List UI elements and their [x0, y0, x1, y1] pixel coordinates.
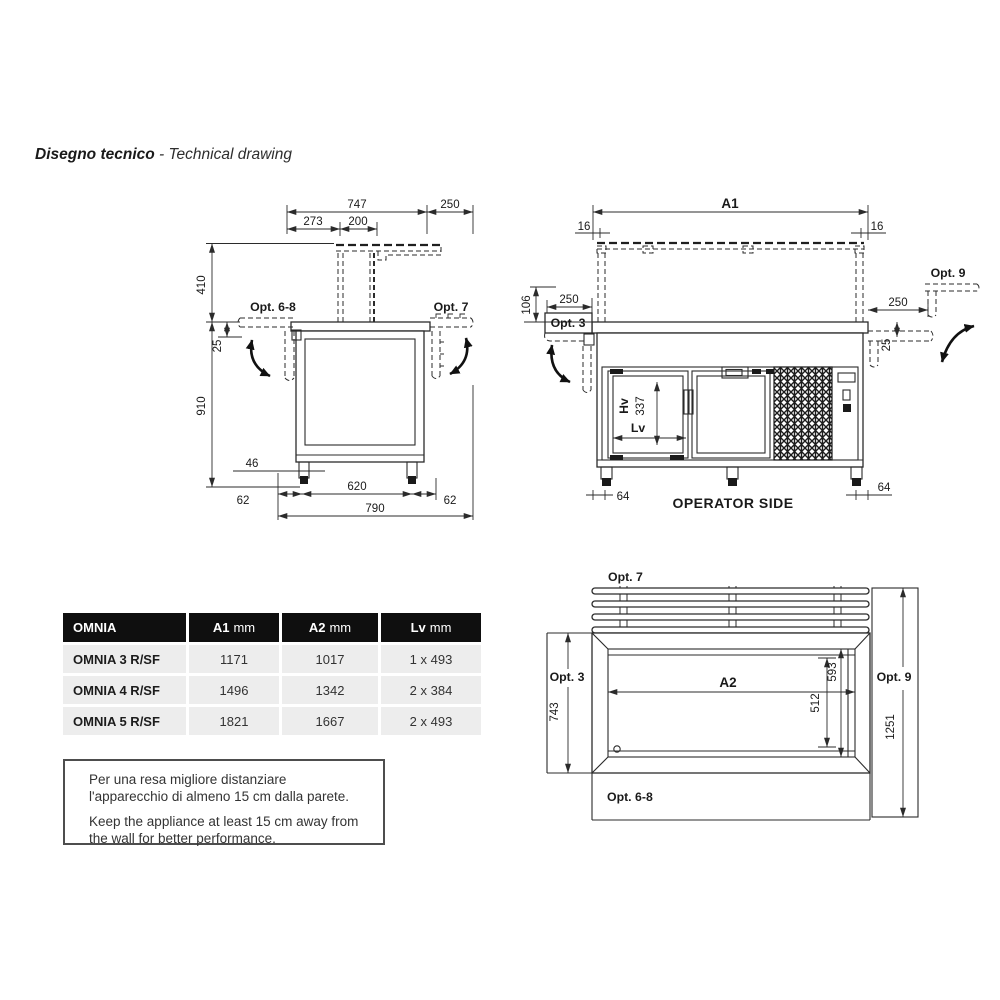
cell-a2: 1342 — [282, 676, 378, 704]
dim-106: 106 — [521, 295, 533, 314]
dim-337: 337 — [635, 396, 647, 415]
cell-a1: 1821 — [189, 707, 279, 735]
dim-512: 512 — [810, 693, 822, 712]
thermostat-display — [721, 366, 749, 379]
table-row: OMNIA 4 R/SF 1496 1342 2 x 384 — [63, 676, 481, 704]
table-row: OMNIA 5 R/SF 1821 1667 2 x 493 — [63, 707, 481, 735]
top-view-bottom-shelf-zone — [591, 773, 871, 821]
front-view-right-shelf-opt9 — [868, 283, 980, 368]
option-label-3: Opt. 3 — [550, 670, 585, 684]
fold-arrow-icon — [940, 323, 975, 363]
dim-620: 620 — [347, 481, 366, 493]
dim-62-right: 62 — [444, 495, 457, 507]
front-view-ventilation-grille — [773, 366, 833, 461]
note-english: Keep the appliance at least 15 cm away f… — [89, 813, 359, 846]
option-label-3: Opt. 3 — [551, 316, 586, 330]
dim-46: 46 — [246, 458, 259, 470]
cell-model: OMNIA 3 R/SF — [63, 645, 186, 673]
cell-a2: 1667 — [282, 707, 378, 735]
front-view-left-shelf-opt3 — [544, 312, 595, 393]
front-view-drawing: A1 16 16 250 106 250 25 Hv 337 Lv 64 64 — [521, 196, 980, 511]
page-title-english: - Technical drawing — [154, 146, 292, 163]
side-view-dimensions: 747 250 273 200 410 910 25 46 62 620 62 … — [196, 199, 474, 520]
dim-410: 410 — [196, 275, 208, 294]
option-label-9: Opt. 9 — [931, 266, 966, 280]
dim-743: 743 — [549, 702, 561, 721]
dim-62-left: 62 — [237, 495, 250, 507]
wall-distance-note: Per una resa migliore distanziare l'appa… — [63, 759, 385, 846]
front-view-dimensions: A1 16 16 250 106 250 25 Hv 337 Lv 64 64 — [521, 196, 929, 503]
cell-lv: 2 x 384 — [381, 676, 481, 704]
option-label-6-8: Opt. 6-8 — [607, 790, 653, 804]
dim-250: 250 — [440, 199, 459, 211]
dim-25: 25 — [212, 340, 224, 353]
cell-model: OMNIA 5 R/SF — [63, 707, 186, 735]
front-view-refrigerated-doors — [607, 366, 774, 460]
dim-64-left: 64 — [617, 491, 630, 503]
dim-910: 910 — [196, 396, 208, 415]
top-view-drawing: A2 512 593 743 1251 Opt. 7 Opt. 3 Opt. 9… — [546, 570, 919, 821]
cell-a1: 1496 — [189, 676, 279, 704]
top-view-countertop — [591, 632, 871, 774]
option-label-7: Opt. 7 — [434, 300, 469, 314]
drain-dot — [613, 745, 621, 753]
side-view-superstructure — [336, 243, 442, 322]
dim-16-right: 16 — [871, 221, 884, 233]
top-view-left-shelf-zone — [546, 632, 592, 774]
option-label-9: Opt. 9 — [877, 670, 912, 684]
operator-side-caption: OPERATOR SIDE — [672, 495, 793, 511]
dim-593: 593 — [827, 662, 839, 681]
front-view-control-panel — [837, 372, 856, 412]
option-label-7: Opt. 7 — [608, 570, 643, 584]
top-view-dimensions: A2 512 593 743 1251 — [549, 588, 906, 817]
side-view-left-folding-shelf — [237, 317, 302, 381]
side-view-right-folding-shelf — [430, 313, 474, 379]
dim-Hv-label: Hv — [617, 398, 631, 414]
header-model: OMNIA — [63, 613, 186, 642]
dim-250-left: 250 — [559, 294, 578, 306]
fold-arrow-icon — [546, 344, 571, 384]
page-title-italian: Disegno tecnico — [35, 146, 155, 163]
top-view-tray-slide — [591, 586, 870, 638]
cell-a1: 1171 — [189, 645, 279, 673]
side-view-cabinet-outline — [290, 321, 431, 484]
dim-25: 25 — [881, 339, 893, 352]
cell-lv: 2 x 493 — [381, 707, 481, 735]
dim-790: 790 — [365, 503, 384, 515]
dim-273: 273 — [303, 216, 322, 228]
dim-A1: A1 — [721, 196, 739, 211]
cell-model: OMNIA 4 R/SF — [63, 676, 186, 704]
fold-arrow-icon — [449, 337, 473, 376]
front-view-superstructure — [596, 241, 865, 322]
note-italian: Per una resa migliore distanziare l'appa… — [89, 772, 349, 805]
dim-250-right: 250 — [888, 297, 907, 309]
side-view-drawing: 747 250 273 200 410 910 25 46 62 620 62 … — [196, 199, 474, 520]
dim-200: 200 — [348, 216, 367, 228]
fold-arrow-icon — [245, 339, 271, 378]
dim-1251: 1251 — [885, 714, 897, 740]
switch-icon — [843, 404, 851, 412]
dim-Lv-label: Lv — [631, 421, 646, 435]
dim-64-right: 64 — [878, 482, 891, 494]
dim-16-left: 16 — [578, 221, 591, 233]
table-row: OMNIA 3 R/SF 1171 1017 1 x 493 — [63, 645, 481, 673]
cell-a2: 1017 — [282, 645, 378, 673]
option-label-6-8: Opt. 6-8 — [250, 300, 296, 314]
cell-lv: 1 x 493 — [381, 645, 481, 673]
page-title: Disegno tecnico - Technical drawing — [35, 146, 292, 164]
top-view-right-panel-zone — [871, 587, 919, 818]
dim-747: 747 — [347, 199, 366, 211]
dim-A2: A2 — [719, 675, 736, 690]
